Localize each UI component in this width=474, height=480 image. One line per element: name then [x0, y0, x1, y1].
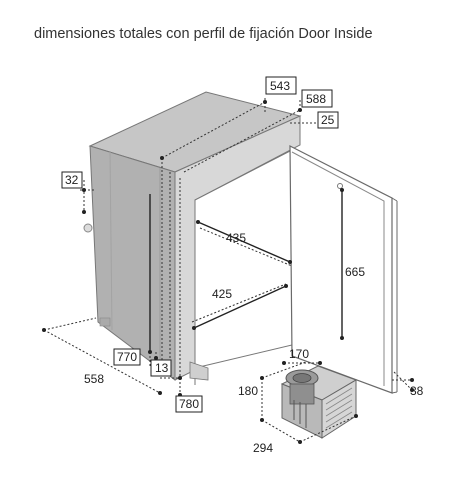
- dimension-780: 780: [179, 397, 199, 411]
- dimension-leaders: [149, 190, 343, 352]
- dimension-665: 665: [345, 265, 365, 279]
- dimension-543: 543: [270, 79, 290, 93]
- dimension-294: 294: [253, 441, 273, 455]
- dimension-25: 25: [321, 113, 335, 127]
- dimension-770: 770: [117, 350, 137, 364]
- dimension-558: 558: [84, 372, 104, 386]
- dimension-38: 38: [410, 384, 424, 398]
- dimension-32: 32: [65, 173, 79, 187]
- dimension-588: 588: [306, 92, 326, 106]
- label-boxes: [61, 76, 339, 413]
- dimension-170: 170: [289, 347, 309, 361]
- hinge-icon: [83, 223, 93, 233]
- compressor-unit: [280, 365, 358, 439]
- dimension-13: 13: [155, 361, 169, 375]
- diagram-caption: dimensiones totales con perfil de fijaci…: [34, 26, 373, 42]
- dimension-180: 180: [238, 384, 258, 398]
- dimension-425: 425: [212, 287, 232, 301]
- dimension-435: 435: [226, 231, 246, 245]
